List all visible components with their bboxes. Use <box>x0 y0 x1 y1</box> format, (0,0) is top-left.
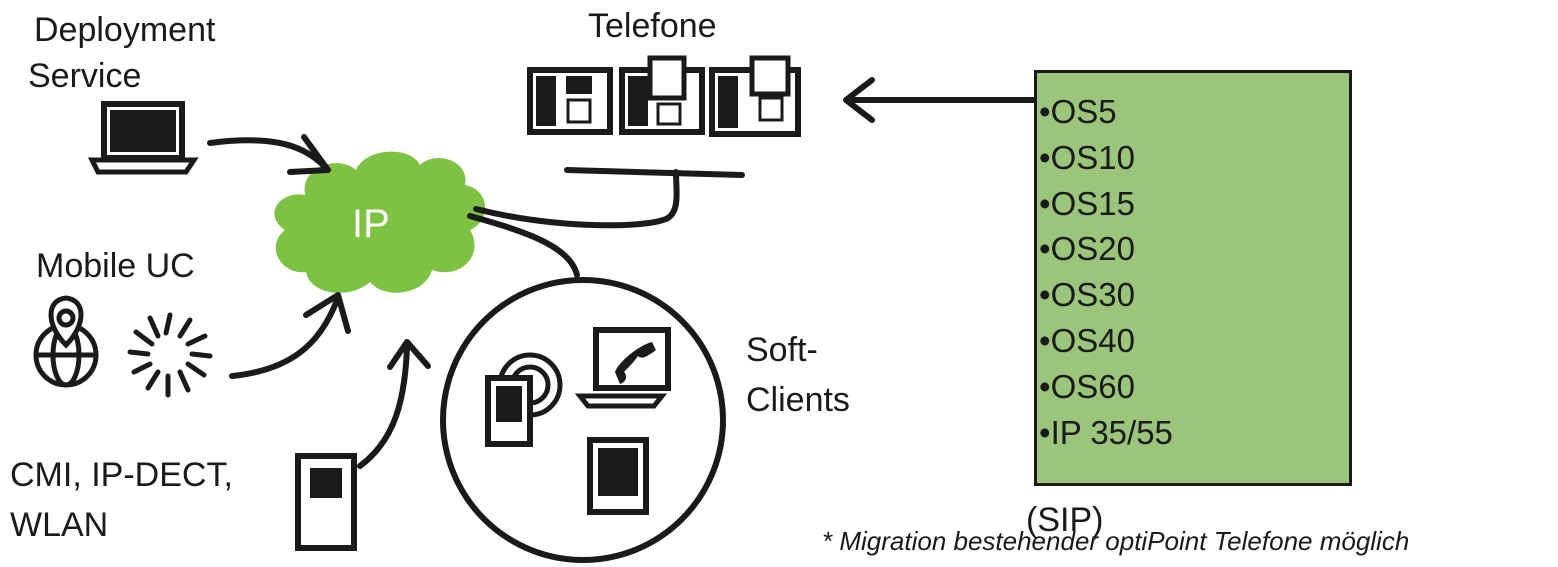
connector-ip-to-softclients <box>467 213 580 278</box>
os-list-item: OS60 <box>1037 364 1349 410</box>
deployment-label-line2: Service <box>28 57 142 95</box>
softphone-laptop-icon <box>574 327 671 409</box>
pinwheel-icon <box>127 312 213 398</box>
arrowhead-os <box>843 77 875 123</box>
ip-cloud-icon <box>274 151 486 293</box>
mobile-handset-icon <box>485 352 563 447</box>
os-list-item: OS30 <box>1037 272 1349 318</box>
soft-clients-circle <box>440 277 726 563</box>
deployment-label-line1: Deployment <box>34 11 216 49</box>
os-list-item: OS15 <box>1037 181 1349 227</box>
os-models-list: OS5 OS10 OS15 OS20 OS30 OS40 OS60 IP 35/… <box>1037 73 1349 455</box>
location-globe-icon <box>33 295 99 388</box>
arrowhead-dect <box>387 339 431 370</box>
cmi-label-line2: WLAN <box>10 506 109 544</box>
telefone-label: Telefone <box>588 7 717 45</box>
soft-clients-label-line2: Clients <box>746 381 850 419</box>
arrow-dect-to-ip <box>357 344 410 469</box>
arrow-mobile-to-ip <box>229 297 340 379</box>
os-models-box: OS5 OS10 OS15 OS20 OS30 OS40 OS60 IP 35/… <box>1034 70 1352 486</box>
tablet-icon <box>587 437 649 515</box>
cmi-label-line1: CMI, IP-DECT, <box>10 456 233 494</box>
os-list-item: OS40 <box>1037 318 1349 364</box>
os-list-item: OS20 <box>1037 226 1349 272</box>
desk-phone-icon <box>619 55 705 135</box>
soft-clients-label-line1: Soft- <box>746 331 818 369</box>
connector-ip-to-phones <box>473 169 680 229</box>
footnote: * Migration bestehender optiPoint Telefo… <box>822 526 1410 556</box>
os-list-item: IP 35/55 <box>1037 410 1349 456</box>
phones-baseline <box>564 167 745 178</box>
desk-phone-icon <box>709 55 801 137</box>
arrowhead-deployment <box>287 134 331 175</box>
mobile-handset-icon <box>295 453 357 551</box>
mobile-uc-label: Mobile UC <box>36 247 195 285</box>
os-list-continuation: (SIP) <box>1026 501 1104 539</box>
laptop-icon <box>87 101 199 175</box>
os-list-item: OS5 <box>1037 89 1349 135</box>
desk-phone-icon <box>527 67 613 135</box>
arrow-deployment-to-ip <box>207 137 326 168</box>
ip-label: IP <box>352 202 390 246</box>
os-list-item: OS10 <box>1037 135 1349 181</box>
arrowhead-mobile <box>303 292 351 334</box>
